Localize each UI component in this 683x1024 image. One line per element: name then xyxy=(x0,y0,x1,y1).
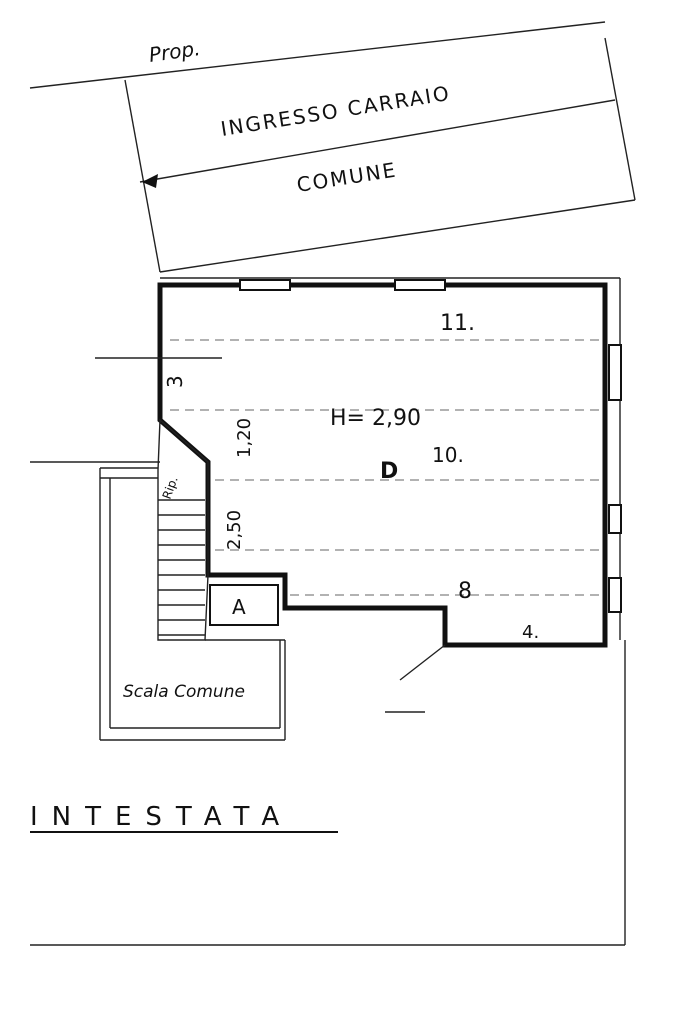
dimension-2-50: 2,50 xyxy=(224,510,245,550)
room-label: D xyxy=(380,459,398,484)
utility-box xyxy=(209,584,279,626)
dimension-3: 3 xyxy=(163,375,187,388)
room-hatching xyxy=(170,339,600,596)
dimension-1-20: 1,20 xyxy=(234,418,255,458)
dimension-10: 10. xyxy=(432,443,464,467)
driveway-label: INGRESSO CARRAIO xyxy=(219,81,452,141)
utility-box-label: A xyxy=(232,595,246,619)
owner-note: Prop. xyxy=(147,36,201,67)
ceiling-height-label: H= 2,90 xyxy=(330,406,421,431)
arrow-head-icon xyxy=(142,174,158,188)
boundary-lines xyxy=(30,640,626,946)
dimension-8: 8 xyxy=(458,579,472,604)
stair-label: Scala Comune xyxy=(123,682,245,702)
driveway-strip xyxy=(29,21,636,273)
dimension-11: 11. xyxy=(440,311,475,336)
driveway-sublabel: COMUNE xyxy=(295,157,399,197)
header-label: INTESTATA xyxy=(30,802,293,832)
storage-label: Rip. xyxy=(160,475,181,502)
staircase xyxy=(30,357,286,741)
dimension-4: 4. xyxy=(522,622,539,643)
